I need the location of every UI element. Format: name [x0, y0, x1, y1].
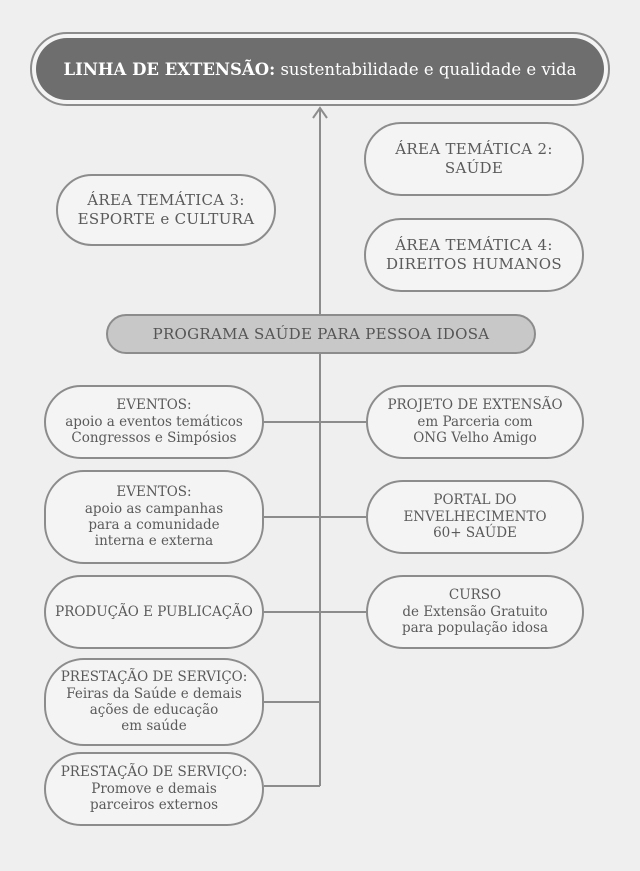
- program-label: PROGRAMA SAÚDE PARA PESSOA IDOSA: [152, 325, 490, 343]
- area-4-title: ÁREA TEMÁTICA 4:: [395, 235, 553, 254]
- area-3-subtitle: ESPORTE e CULTURA: [77, 210, 255, 228]
- header-text: sustentabilidade e qualidade e vida: [280, 59, 577, 79]
- right-node-projeto-extensao: PROJETO DE EXTENSÃO em Parceria com ONG …: [366, 385, 584, 459]
- node-line: apoio as campanhas: [84, 500, 224, 517]
- node-line: parceiros externos: [89, 797, 219, 814]
- node-line: ONG Velho Amigo: [413, 430, 537, 447]
- node-line: para população idosa: [401, 620, 549, 637]
- node-line: ENVELHECIMENTO: [403, 508, 547, 525]
- header-banner: LINHA DE EXTENSÃO: sustentabilidade e qu…: [36, 38, 604, 100]
- node-line: em saúde: [121, 718, 187, 735]
- area-2-subtitle: SAÚDE: [444, 159, 504, 177]
- area-tematica-3: ÁREA TEMÁTICA 3: ESPORTE e CULTURA: [56, 174, 276, 246]
- header-label: LINHA DE EXTENSÃO:: [63, 59, 276, 79]
- node-line: PORTAL DO: [433, 492, 517, 509]
- node-line: de Extensão Gratuito: [402, 603, 548, 620]
- node-line: apoio a eventos temáticos: [65, 413, 243, 430]
- left-node-prestacao-parceiros: PRESTAÇÃO DE SERVIÇO: Promove e demais p…: [44, 752, 264, 826]
- node-line: PROJETO DE EXTENSÃO: [387, 397, 563, 414]
- area-tematica-4: ÁREA TEMÁTICA 4: DIREITOS HUMANOS: [364, 218, 584, 292]
- node-line: para a comunidade: [88, 517, 220, 533]
- node-line: EVENTOS:: [116, 397, 192, 414]
- node-line: PRESTAÇÃO DE SERVIÇO:: [60, 669, 248, 686]
- node-line: ações de educação: [89, 702, 219, 718]
- left-node-prestacao-feiras: PRESTAÇÃO DE SERVIÇO: Feiras da Saúde e …: [44, 658, 264, 746]
- node-line: CURSO: [448, 587, 502, 604]
- right-node-curso-extensao: CURSO de Extensão Gratuito para populaçã…: [366, 575, 584, 649]
- node-line: 60+ SAÚDE: [433, 525, 517, 542]
- left-node-eventos-tematicos: EVENTOS: apoio a eventos temáticos Congr…: [44, 385, 264, 459]
- node-line: Promove e demais: [91, 780, 217, 797]
- node-line: Congressos e Simpósios: [71, 430, 237, 447]
- area-4-subtitle: DIREITOS HUMANOS: [386, 255, 562, 273]
- node-line: EVENTOS:: [116, 484, 192, 501]
- area-2-title: ÁREA TEMÁTICA 2:: [395, 139, 553, 158]
- node-line: PRODUÇÃO E PUBLICAÇÃO: [55, 603, 253, 620]
- program-box: PROGRAMA SAÚDE PARA PESSOA IDOSA: [106, 314, 536, 354]
- node-line: interna e externa: [94, 533, 214, 550]
- left-node-eventos-campanhas: EVENTOS: apoio as campanhas para a comun…: [44, 470, 264, 564]
- area-tematica-2: ÁREA TEMÁTICA 2: SAÚDE: [364, 122, 584, 196]
- trunk-arrow-head: [312, 106, 328, 119]
- node-line: PRESTAÇÃO DE SERVIÇO:: [60, 764, 248, 781]
- right-node-portal-envelhecimento: PORTAL DO ENVELHECIMENTO 60+ SAÚDE: [366, 480, 584, 554]
- node-line: em Parceria com: [417, 413, 533, 430]
- area-3-title: ÁREA TEMÁTICA 3:: [87, 190, 245, 209]
- left-node-producao-publicacao: PRODUÇÃO E PUBLICAÇÃO: [44, 575, 264, 649]
- node-line: Feiras da Saúde e demais: [66, 685, 242, 702]
